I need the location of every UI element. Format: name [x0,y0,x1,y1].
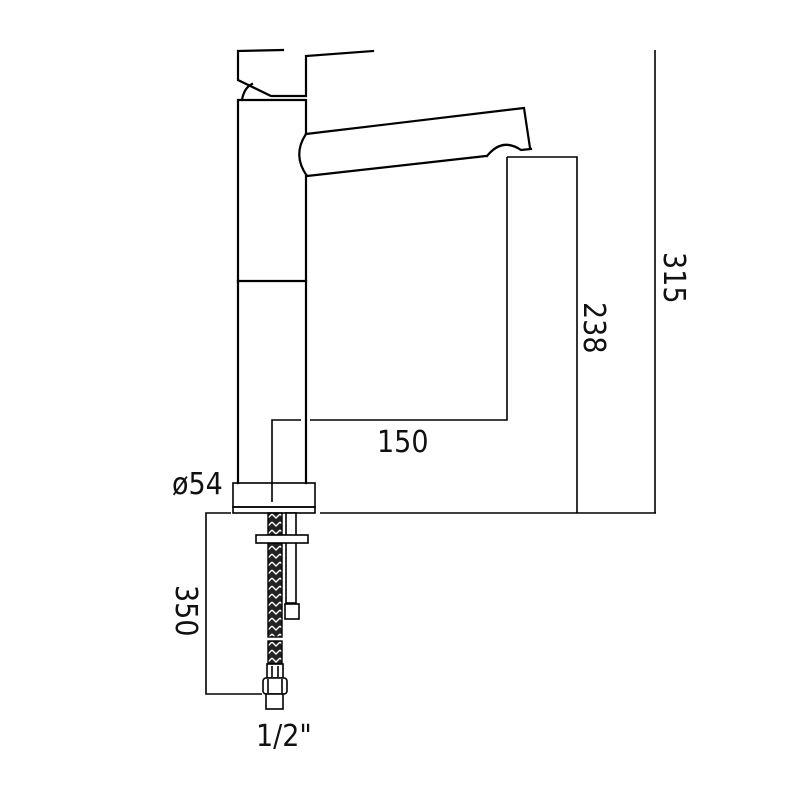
upper-body [236,98,308,284]
hose-length-label: 350 [168,585,203,637]
spout [304,106,532,178]
spout-height-dimension-line [507,156,578,513]
hex-nut [262,677,288,695]
under-sink-fittings [255,512,309,710]
flexible-hose-lower [267,640,283,666]
tap-body [232,48,533,514]
dimension-lines [205,50,656,695]
base-collar [232,482,316,508]
backnut-plate [255,534,309,544]
connection-tail [265,693,284,710]
fixing-rod [285,512,297,604]
spout-height-label: 238 [576,302,611,354]
hose-length-dimension-line [205,512,262,695]
spout-reach-label: 150 [377,425,429,460]
connection-size-label: 1/2" [256,719,312,754]
lower-body [236,173,308,485]
reach-dimension-line [271,157,508,502]
base-flange [232,506,316,514]
rod-nut [284,603,300,620]
flexible-hose-upper [267,512,283,638]
base-diameter-label: ø54 [172,467,223,502]
aerator [485,143,533,158]
lever-handle [236,48,375,98]
spout-root-curve [298,132,309,178]
handle-cap [240,82,254,102]
overall-height-label: 315 [656,252,691,304]
hose-ferrule [266,663,284,679]
